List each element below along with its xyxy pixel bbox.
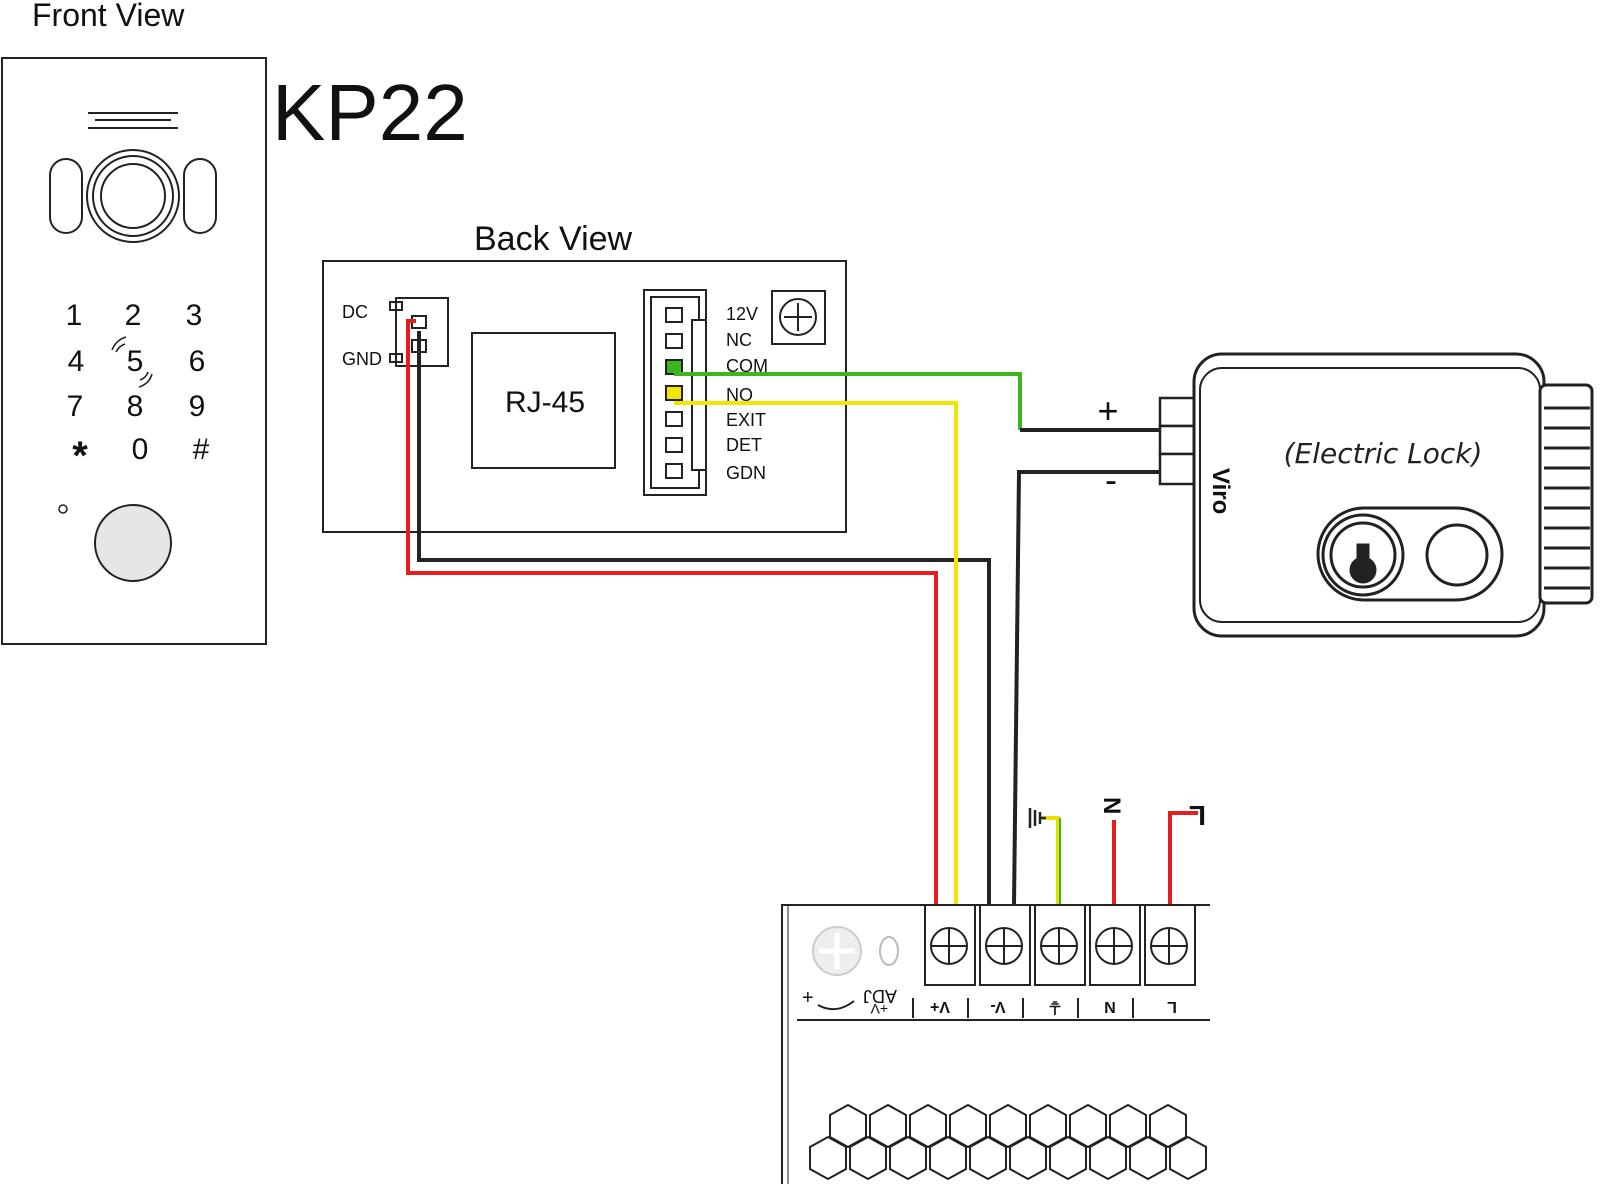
key-4: 4 bbox=[68, 345, 85, 378]
terminal-12v: 12V bbox=[726, 304, 758, 324]
key-hash: # bbox=[193, 433, 210, 466]
terminal-exit: EXIT bbox=[726, 410, 766, 430]
terminal-block bbox=[643, 289, 707, 496]
terminal-no: NO bbox=[726, 385, 753, 405]
terminal-det: DET bbox=[726, 435, 762, 455]
key-2: 2 bbox=[125, 299, 142, 332]
rj45-port bbox=[471, 332, 616, 469]
key-1: 1 bbox=[66, 299, 83, 332]
keypad-front-panel: 1 2 3 4 5 6 7 8 9 * 0 # bbox=[1, 57, 267, 645]
lock-plus-label: + bbox=[1097, 390, 1118, 431]
terminal-com: COM bbox=[726, 356, 768, 376]
line-input-label: L bbox=[1189, 800, 1206, 831]
vent-grille-icon bbox=[809, 1103, 1207, 1181]
terminal-v-plus: V+ bbox=[930, 998, 950, 1015]
wire-gnd-black bbox=[417, 331, 991, 905]
wire-earth bbox=[1042, 816, 1060, 905]
wire-no-yellow bbox=[674, 401, 958, 905]
adj-arrow-icon bbox=[817, 1000, 855, 1011]
adj-sub-label: +V bbox=[870, 1001, 888, 1017]
back-view-panel: DC GND RJ-45 12V NC COM NO bbox=[322, 260, 847, 533]
earth-symbol-icon bbox=[1028, 808, 1046, 828]
wire-com-green bbox=[674, 372, 1022, 430]
adj-label: ADJ bbox=[863, 986, 897, 1006]
dc-connector bbox=[389, 297, 449, 367]
model-title: KP22 bbox=[272, 68, 468, 157]
lock-minus-label: - bbox=[1105, 459, 1117, 500]
dc-label: DC bbox=[342, 302, 368, 322]
exit-button-icon bbox=[94, 504, 172, 582]
key-0: 0 bbox=[132, 433, 149, 466]
lock-bolt-icon bbox=[1544, 406, 1590, 590]
power-led-icon bbox=[879, 936, 899, 966]
terminal-neutral: N bbox=[1104, 998, 1116, 1015]
terminal-screws bbox=[912, 904, 1196, 1018]
terminal-nc: NC bbox=[726, 330, 752, 350]
neutral-input-label: N bbox=[1098, 797, 1125, 814]
status-led-icon bbox=[58, 504, 68, 514]
back-view-title: Back View bbox=[474, 220, 633, 258]
wire-line bbox=[1168, 811, 1198, 905]
front-view-title: Front View bbox=[32, 0, 185, 33]
key-6: 6 bbox=[189, 345, 206, 378]
wire-lock-minus bbox=[1012, 470, 1160, 906]
key-7: 7 bbox=[67, 390, 84, 423]
terminal-v-minus: V- bbox=[990, 998, 1005, 1015]
rfid-wave-icon bbox=[111, 336, 153, 388]
electric-lock-label: (Electric Lock) bbox=[1284, 437, 1483, 470]
adj-plus-icon: + bbox=[802, 987, 814, 1009]
key-9: 9 bbox=[189, 390, 206, 423]
key-star: * bbox=[72, 434, 88, 478]
lock-brand-logo: Viro bbox=[1207, 468, 1234, 514]
wire-dc-red bbox=[406, 319, 938, 905]
key-cylinder-icon bbox=[1316, 506, 1504, 602]
terminal-line: L bbox=[1167, 998, 1177, 1015]
gnd-label: GND bbox=[342, 349, 382, 369]
key-5: 5 bbox=[127, 345, 144, 378]
terminal-earth: ⏚ bbox=[1047, 998, 1063, 1016]
power-supply: ADJ +V + V+ V- ⏚ N L bbox=[781, 904, 1210, 1184]
key-3: 3 bbox=[186, 299, 203, 332]
terminal-gdn: GDN bbox=[726, 463, 766, 483]
rj45-label: RJ-45 bbox=[505, 386, 585, 419]
screw-icon bbox=[771, 290, 826, 345]
key-8: 8 bbox=[127, 390, 144, 423]
camera-icon bbox=[49, 149, 217, 243]
electric-lock: (Electric Lock) Viro + - bbox=[1097, 352, 1594, 638]
